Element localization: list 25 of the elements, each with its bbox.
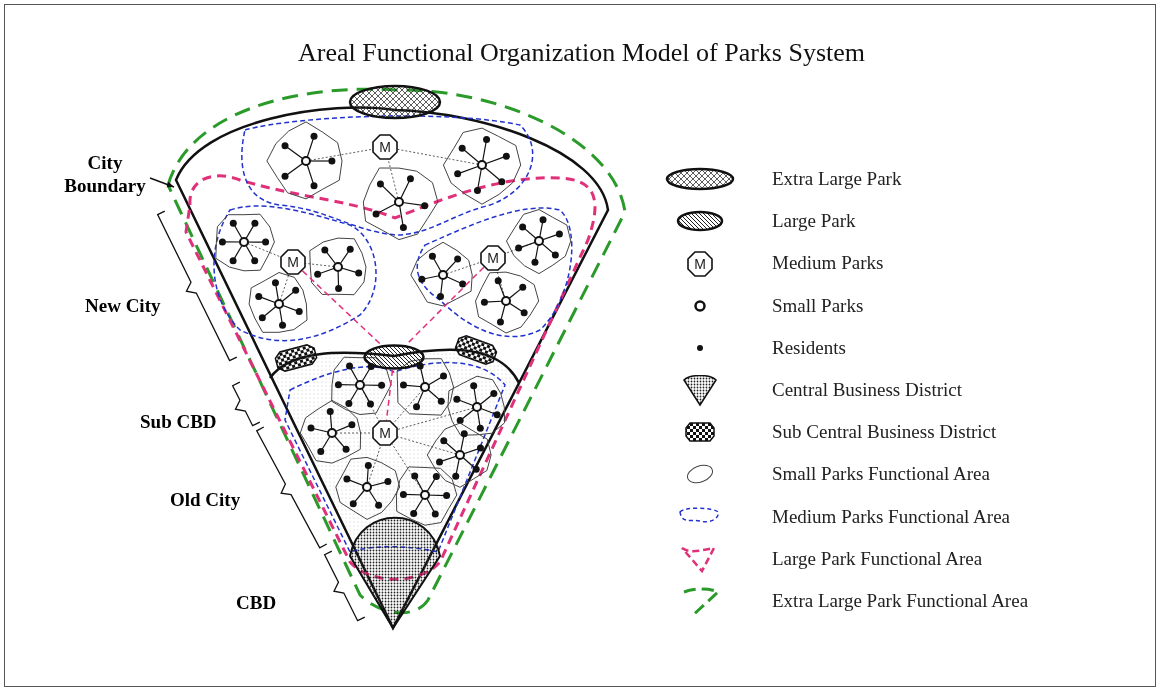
region-label: Old City — [170, 489, 241, 512]
dashed-connector — [301, 270, 383, 346]
octagon-symbol: M — [372, 134, 398, 160]
legend-text: Large Park — [772, 210, 856, 233]
legend-text: Sub Central Business District — [772, 421, 997, 444]
dashed-connector — [405, 266, 485, 346]
map-label: City Boundary — [60, 152, 150, 198]
octagon-symbol: M — [687, 251, 713, 278]
legend-text: Extra Large Park Functional Area — [772, 590, 1029, 612]
legend-text: Large Park Functional Area — [772, 547, 983, 570]
region-label: Sub CBD — [140, 411, 217, 434]
title: Areal Functional Organization Model of Parks System — [296, 38, 867, 68]
legend-text: Residents — [772, 336, 846, 359]
legend-text: Small Parks — [772, 294, 864, 317]
legend-text: Medium Parks — [772, 252, 884, 275]
region-label: CBD — [236, 592, 277, 615]
legend-text: Central Business District — [772, 379, 962, 401]
region-label: New City — [85, 295, 161, 318]
large-park-ellipse — [363, 344, 425, 370]
legend-text: Medium Parks Functional Area — [772, 505, 1010, 528]
legend-text: Extra Large Park — [772, 168, 902, 190]
leader-arrow — [149, 177, 175, 188]
legend-text: Small Parks Functional Area — [772, 463, 990, 486]
octagon-symbol: M — [480, 245, 506, 271]
octagon-symbol: M — [280, 249, 306, 275]
